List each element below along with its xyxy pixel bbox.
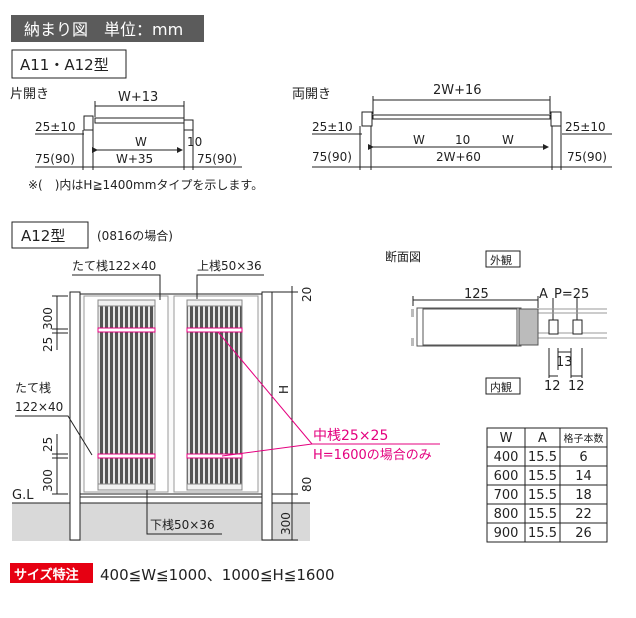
double-w-left: W [413, 133, 425, 147]
mid-rail-label: 中桟25×25 [313, 428, 388, 444]
table-cell: 15.5 [528, 507, 557, 522]
dim-top-25: 25 [41, 337, 55, 352]
table-header-cell: A [538, 431, 547, 446]
single-label: 片開き [10, 87, 49, 102]
single-gap: 10 [187, 135, 202, 149]
dim-top-300: 300 [41, 307, 55, 330]
table-cell: 15.5 [528, 450, 557, 465]
single-top-dim: W+13 [118, 90, 158, 105]
dim-12-left: 12 [544, 379, 561, 394]
double-post-right: 75(90) [567, 150, 607, 164]
double-w-right: W [502, 133, 514, 147]
table-cell: 800 [494, 507, 519, 522]
single-w: W [135, 135, 147, 149]
double-gate-plan: 両開き 2W+16 25±10 25±10 W 10 W 2W+60 75(90… [292, 83, 612, 170]
dim-12-right: 12 [568, 379, 585, 394]
gl-label: G.L [12, 488, 34, 503]
inside-label: 内観 [490, 380, 512, 394]
stile-label-left-2: 122×40 [15, 400, 63, 414]
stile-label-top: たて桟122×40 [72, 259, 156, 273]
table-cell: 700 [494, 488, 519, 503]
table-header-cell: 格子本数 [564, 432, 604, 445]
mid-rail-condition: H=1600の場合のみ [313, 448, 432, 463]
dim-125: 125 [464, 287, 489, 302]
single-offset: 25±10 [35, 120, 76, 134]
table-cell: 14 [575, 469, 592, 484]
header-bar: 納まり図 単位：mm [11, 15, 204, 42]
front-elevation: G.L たて桟122×40 上桟50×36 たて桟 122×40 下桟50×36… [12, 259, 440, 541]
table-cell: 26 [575, 526, 592, 541]
single-post-right: 75(90) [197, 152, 237, 166]
single-gate-plan: 片開き W+13 25±10 W 10 W+35 75(90) 75(90) [10, 87, 242, 170]
header-title: 納まり図 単位：mm [24, 20, 183, 39]
mid-rail-upper-left [97, 327, 156, 333]
ground [12, 503, 310, 541]
section2-subtitle: (0816の場合) [97, 228, 173, 243]
table-cell: 400 [494, 450, 519, 465]
section1-title-box [11, 49, 127, 79]
dim-80: 80 [300, 477, 314, 492]
dim-bottom-300: 300 [41, 469, 55, 492]
bottom-rail-label: 下桟50×36 [150, 518, 215, 532]
double-offset-left: 25±10 [312, 120, 353, 134]
table-cell: 600 [494, 469, 519, 484]
size-spec: サイズ特注 400≦W≦1000、1000≦H≦1600 [10, 563, 335, 584]
top-rail-label: 上桟50×36 [197, 259, 262, 273]
dim-300-ground: 300 [279, 512, 293, 535]
double-gap: 10 [455, 133, 470, 147]
dim-bottom-25: 25 [41, 437, 55, 452]
table-cell: 15.5 [528, 488, 557, 503]
double-bottom-dim: 2W+60 [436, 150, 481, 164]
table-header-cell: W [500, 431, 513, 446]
stile-label-left-1: たて桟 [15, 381, 51, 395]
section1-title: A11・A12型 [20, 56, 109, 74]
outside-label: 外観 [490, 253, 512, 267]
double-offset-right: 25±10 [565, 120, 606, 134]
right-post [261, 291, 273, 541]
mid-rail-lower-left [97, 453, 156, 459]
dim-13: 13 [556, 355, 573, 370]
dim-h: H [277, 385, 291, 394]
section2-title: A12型 [21, 227, 65, 245]
dim-a: A [539, 287, 548, 302]
left-post [69, 291, 81, 541]
single-bottom-dim: W+35 [116, 152, 153, 166]
custom-size-range: 400≦W≦1000、1000≦H≦1600 [100, 566, 335, 584]
dim-p: P=25 [554, 287, 589, 302]
table-cell: 900 [494, 526, 519, 541]
double-label: 両開き [292, 87, 331, 102]
double-top-dim: 2W+16 [433, 83, 482, 98]
table-cell: 22 [575, 507, 592, 522]
dim-20: 20 [300, 287, 314, 302]
table-cell: 6 [579, 450, 587, 465]
cross-section: 断面図 外観 125 A P=25 13 12 12 内観 [385, 249, 607, 395]
double-post-left: 75(90) [312, 150, 352, 164]
table-cell: 15.5 [528, 526, 557, 541]
table-cell: 15.5 [528, 469, 557, 484]
section2-title-box [11, 221, 89, 249]
single-post-left: 75(90) [35, 152, 75, 166]
mid-rail-upper-right [186, 327, 243, 333]
size-note: ※( )内はH≧1400mmタイプを示します。 [28, 178, 263, 192]
table-cell: 18 [575, 488, 592, 503]
section-view-title: 断面図 [385, 249, 421, 264]
spec-table: W A 格子本数 400 15.5 6 600 15.5 14 700 15.5 18 800 15.5 2… [486, 427, 608, 543]
custom-size-badge-text: サイズ特注 [14, 567, 79, 583]
custom-size-badge [10, 563, 93, 583]
mid-rail-lower-right [186, 453, 243, 459]
